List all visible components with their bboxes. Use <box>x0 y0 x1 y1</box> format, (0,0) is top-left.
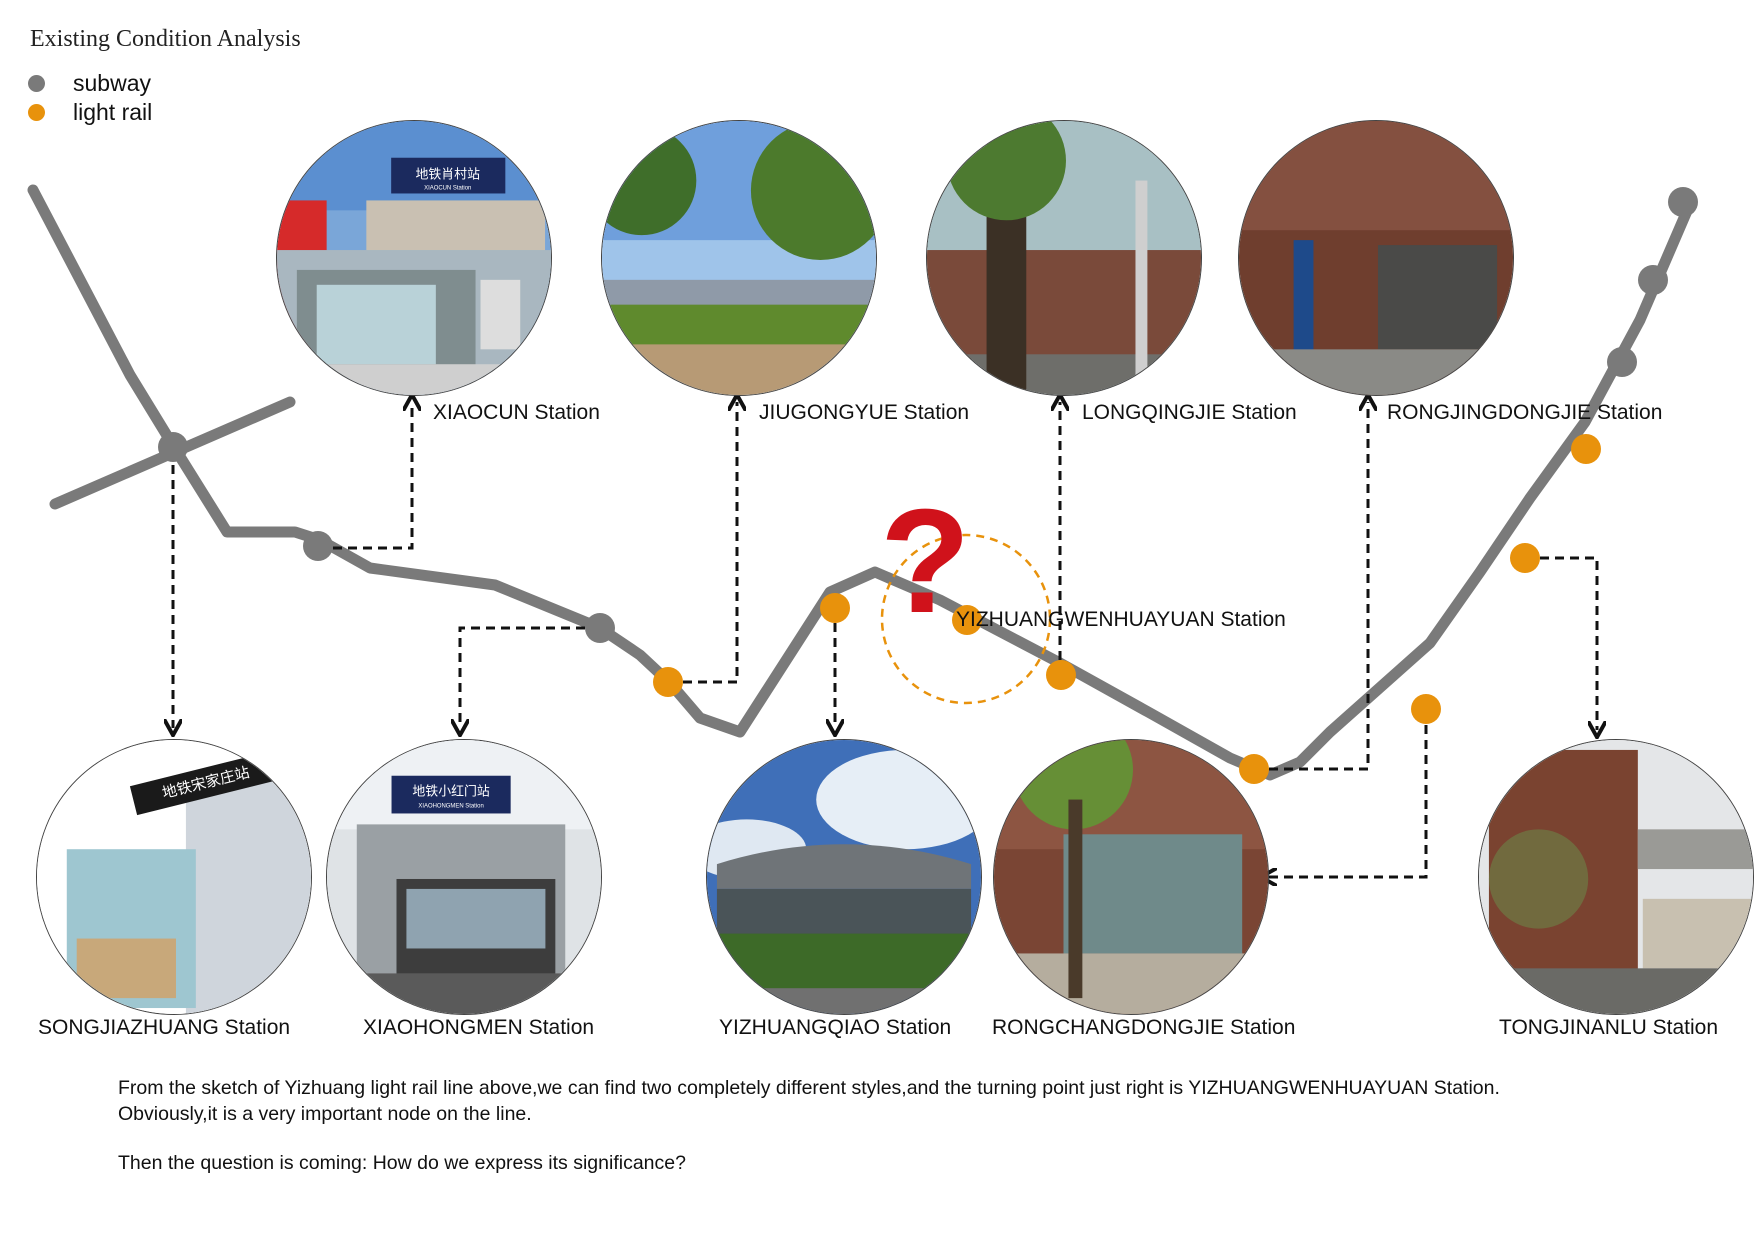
photo-jiugongyue <box>601 120 877 396</box>
label-longqingjie: LONGQINGJIE Station <box>1082 401 1297 424</box>
subway-dot-icon <box>28 75 45 92</box>
rail-stop-rongjingdongjie <box>1239 754 1269 784</box>
legend-light-rail-label: light rail <box>73 99 153 125</box>
label-rongjingdongjie: RONGJINGDONGJIE Station <box>1387 401 1663 424</box>
photo-tongjinanlu <box>1478 739 1754 1015</box>
label-jiugongyue: JIUGONGYUE Station <box>759 401 970 424</box>
label-tongjinanlu: TONGJINANLU Station <box>1499 1016 1719 1039</box>
description-line-1: From the sketch of Yizhuang light rail l… <box>118 1077 1500 1099</box>
subway-stop-xiaocun <box>303 531 333 561</box>
description-line-2: Obviously,it is a very important node on… <box>118 1103 532 1125</box>
legend-light-rail: light rail <box>28 99 152 126</box>
legend-subway-label: subway <box>73 70 151 96</box>
photo-rongchangdongjie <box>993 739 1269 1015</box>
connector-tongjinanlu <box>1525 556 1597 730</box>
subway-stop-xiaohongmen <box>585 613 615 643</box>
label-songjiazhuang: SONGJIAZHUANG Station <box>38 1016 291 1039</box>
rail-stop-tongjinanlu <box>1510 543 1540 573</box>
svg-text:地铁肖村站: 地铁肖村站 <box>416 168 481 183</box>
connector-xiaocun <box>318 402 412 550</box>
highlight-ring <box>880 533 1052 705</box>
connector-xiaohongmen <box>460 626 600 728</box>
photo-xiaocun: 地铁肖村站 XIAOCUN Station <box>276 120 552 396</box>
svg-text:地铁小红门站: 地铁小红门站 <box>412 784 489 800</box>
question-mark: ? <box>880 479 970 644</box>
description-line-3: Then the question is coming: How do we e… <box>118 1152 686 1174</box>
photo-rongjingdongjie <box>1238 120 1514 396</box>
subway-stop-end-2 <box>1638 265 1668 295</box>
photo-yizhuangqiao <box>706 739 982 1015</box>
subway-stop-end-3 <box>1668 187 1698 217</box>
rail-stop-rongchangdongjie <box>1411 694 1441 724</box>
connector-jiugongyue <box>668 402 737 684</box>
rail-stop-top <box>1571 434 1601 464</box>
rail-stop-longqingjie <box>1046 660 1076 690</box>
connector-rongjingdongjie <box>1254 402 1368 771</box>
svg-text:XIAOHONGMEN Station: XIAOHONGMEN Station <box>418 804 483 810</box>
light-rail-dot-icon <box>28 104 45 121</box>
label-yizhuangwenhuayuan: YIZHUANGWENHUAYUAN Station <box>956 608 1286 631</box>
label-yizhuangqiao: YIZHUANGQIAO Station <box>719 1016 952 1039</box>
label-rongchangdongjie: RONGCHANGDONGJIE Station <box>992 1016 1296 1039</box>
photo-longqingjie <box>926 120 1202 396</box>
page-title: Existing Condition Analysis <box>30 26 301 52</box>
photo-xiaohongmen: 地铁小红门站 XIAOHONGMEN Station <box>326 739 602 1015</box>
rail-stop-yizhuangqiao <box>820 593 850 623</box>
svg-text:XIAOCUN Station: XIAOCUN Station <box>424 186 471 192</box>
connector-rongchangdongjie <box>1268 710 1428 877</box>
label-xiaocun: XIAOCUN Station <box>433 401 600 424</box>
legend-subway: subway <box>28 70 151 97</box>
label-xiaohongmen: XIAOHONGMEN Station <box>363 1016 595 1039</box>
rail-stop-jiugongyue <box>653 667 683 697</box>
subway-stop-songjiazhuang <box>158 432 188 462</box>
rail-stop-yizhuangwenhuayuan <box>952 605 982 635</box>
photo-songjiazhuang: 地铁宋家庄站 <box>36 739 312 1015</box>
subway-stop-end-1 <box>1607 347 1637 377</box>
